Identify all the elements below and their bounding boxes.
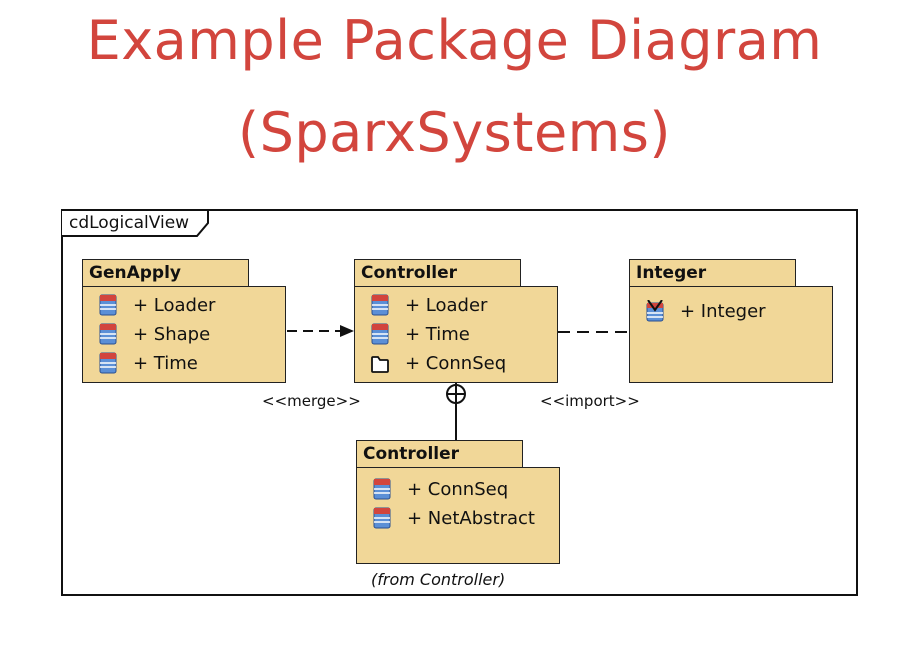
merge-stereotype-label: <<merge>> — [262, 392, 361, 410]
frame-label-text: cdLogicalView — [69, 213, 190, 233]
package-controller-tab[interactable]: Controller — [354, 259, 521, 287]
page-subtitle: (SparxSystems) — [238, 101, 671, 164]
class-icon — [99, 323, 117, 345]
class-icon — [99, 352, 117, 374]
nesting-circle-plus-icon — [446, 384, 466, 404]
controller-nested-item-netabstract[interactable]: + NetAbstract — [371, 505, 535, 531]
package-genapply-tab[interactable]: GenApply — [82, 259, 249, 287]
class-icon — [371, 323, 389, 345]
class-icon — [373, 478, 391, 500]
controller-item-connseq[interactable]: + ConnSeq — [369, 350, 506, 376]
genapply-item-shape[interactable]: + Shape — [97, 321, 210, 347]
controller-nested-item-connseq[interactable]: + ConnSeq — [371, 476, 508, 502]
integer-item-integer[interactable]: + Integer — [644, 298, 766, 324]
class-icon — [373, 507, 391, 529]
merge-arrowhead — [340, 325, 354, 337]
package-icon — [371, 356, 389, 373]
diagram-frame — [61, 209, 858, 596]
controller-item-time[interactable]: + Time — [369, 321, 470, 347]
class-icon — [99, 294, 117, 316]
import-stereotype-label: <<import>> — [540, 392, 640, 410]
frame-label-tab — [62, 209, 209, 237]
genapply-item-time[interactable]: + Time — [97, 350, 198, 376]
package-controller-nested-tab[interactable]: Controller — [356, 440, 523, 468]
genapply-item-loader[interactable]: + Loader — [97, 292, 215, 318]
from-controller-note: (from Controller) — [371, 570, 506, 589]
package-integer-body[interactable] — [629, 286, 833, 383]
controller-item-loader[interactable]: + Loader — [369, 292, 487, 318]
page-title: Example Package Diagram — [86, 9, 823, 72]
interface-class-icon — [646, 300, 664, 322]
package-integer-tab[interactable]: Integer — [629, 259, 796, 287]
class-icon — [371, 294, 389, 316]
frame-label: cdLogicalView — [61, 209, 209, 237]
